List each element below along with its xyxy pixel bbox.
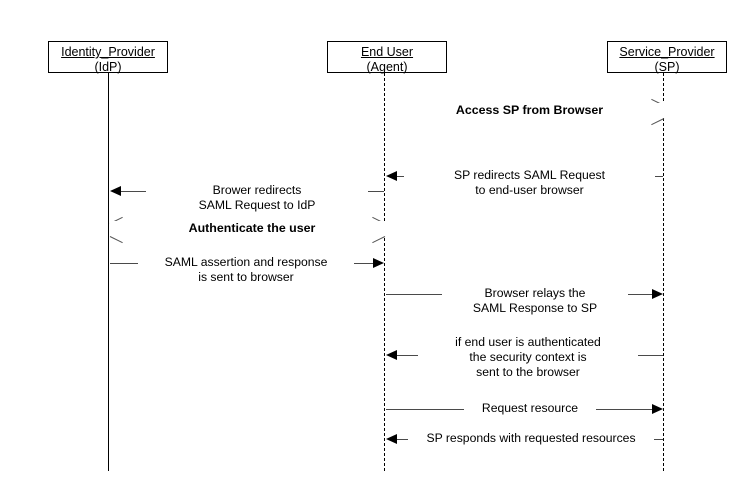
- message-request-resource[interactable]: Request resource: [386, 401, 663, 416]
- actor-label-line1: End User: [360, 45, 414, 59]
- actor-box-service-provider[interactable]: Service_Provider (SP): [607, 41, 727, 74]
- message-label: Access SP from Browser: [386, 103, 673, 118]
- arrowhead-filled-right-icon: [652, 289, 663, 299]
- message-label: if end user is authenticated the securit…: [418, 335, 638, 380]
- message-label: Brower redirects SAML Request to IdP: [146, 183, 368, 213]
- actor-label-line1: Service_Provider: [619, 45, 715, 59]
- arrowhead-filled-left-icon: [386, 171, 397, 181]
- message-label: Request resource: [464, 401, 596, 416]
- message-sp-responds-with-requested-resources[interactable]: SP responds with requested resources: [386, 431, 663, 446]
- actor-label-line1: Identity_Provider: [61, 45, 155, 59]
- message-security-context-sent-to-browser[interactable]: if end user is authenticated the securit…: [386, 335, 663, 380]
- arrowhead-filled-left-icon: [386, 434, 397, 444]
- message-label: Browser relays the SAML Response to SP: [442, 286, 628, 316]
- message-label: SAML assertion and response is sent to b…: [138, 255, 354, 285]
- actor-box-end-user[interactable]: End User (Agent): [327, 41, 447, 74]
- message-access-sp-from-browser[interactable]: Access SP from Browser: [386, 98, 673, 126]
- actor-label-line2: (SP): [654, 60, 680, 74]
- lifeline-service-provider: [663, 73, 664, 471]
- actor-label-line2: (IdP): [94, 60, 122, 74]
- actor-box-identity-provider[interactable]: Identity_Provider (IdP): [48, 41, 168, 74]
- message-sp-redirects-saml-request[interactable]: SP redirects SAML Request to end-user br…: [386, 168, 663, 198]
- message-label: SP responds with requested resources: [408, 431, 654, 446]
- message-saml-assertion-and-response[interactable]: SAML assertion and response is sent to b…: [110, 255, 384, 285]
- lifeline-end-user: [384, 73, 385, 471]
- message-label: SP redirects SAML Request to end-user br…: [404, 168, 655, 198]
- lifeline-identity-provider: [108, 73, 109, 471]
- message-label: Authenticate the user: [110, 221, 394, 236]
- arrowhead-filled-left-icon: [386, 350, 397, 360]
- arrowhead-filled-right-icon: [373, 258, 384, 268]
- message-authenticate-the-user[interactable]: Authenticate the user: [109, 216, 394, 244]
- message-browser-redirects-saml-request-to-idp[interactable]: Brower redirects SAML Request to IdP: [110, 183, 384, 213]
- arrowhead-filled-right-icon: [652, 404, 663, 414]
- actor-label-line2: (Agent): [366, 60, 408, 74]
- message-browser-relays-saml-response[interactable]: Browser relays the SAML Response to SP: [386, 286, 663, 316]
- arrowhead-filled-left-icon: [110, 186, 121, 196]
